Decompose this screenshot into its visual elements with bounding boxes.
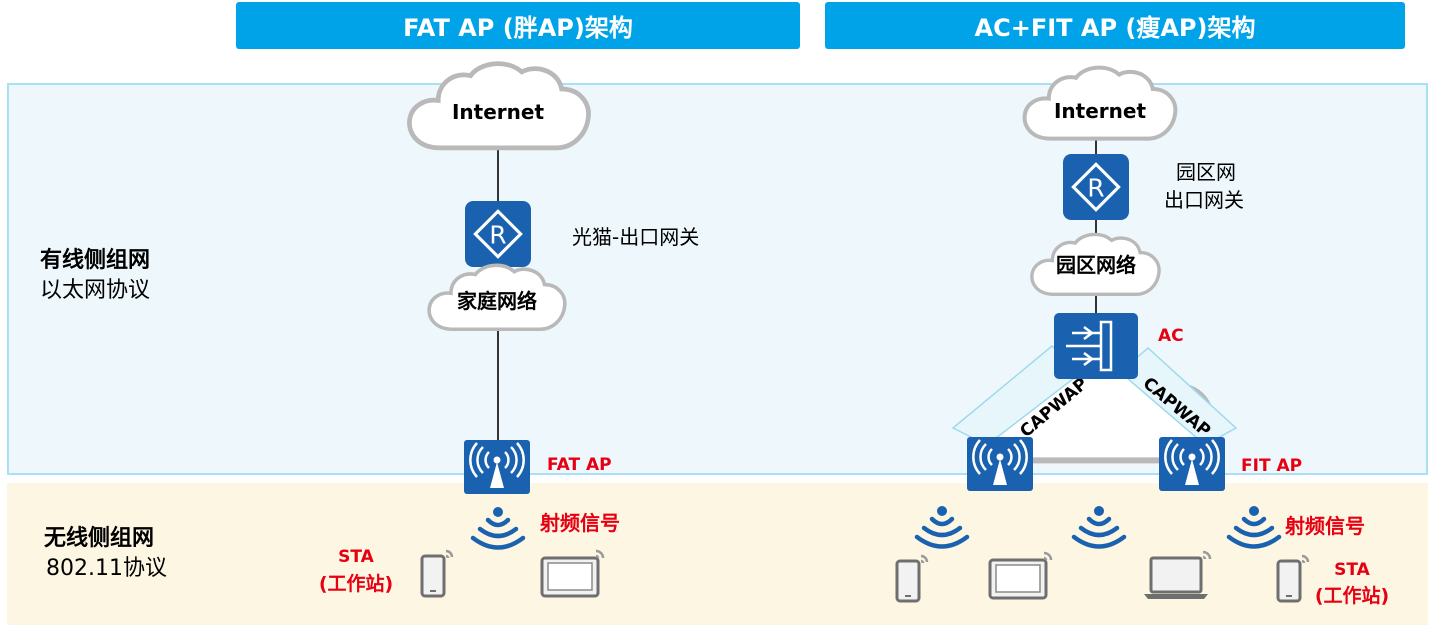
wired-title: 有线侧组网	[40, 248, 151, 273]
fit-signal-icon-3	[1229, 506, 1279, 547]
fit-sta-line1: STA	[1334, 560, 1371, 580]
capwap-tunnel-right	[1118, 346, 1238, 446]
fat-gateway-label: 光猫-出口网关	[572, 225, 699, 249]
fat-internet-label: Internet	[452, 100, 544, 124]
fat-ap-banner: FAT AP (胖AP)架构	[236, 2, 800, 49]
fit-signal-icon-1	[917, 506, 967, 547]
fit-ac-label: AC	[1158, 326, 1184, 346]
fit-phone-icon-1	[895, 554, 929, 603]
fat-ap-icon	[464, 440, 530, 494]
fat-phone-icon	[420, 549, 454, 598]
fat-network-label: 家庭网络	[457, 289, 537, 313]
fit-ap-label: FIT AP	[1241, 456, 1302, 476]
wired-side-label: 有线侧组网 以太网协议	[40, 246, 150, 306]
fit-ap-left-icon	[967, 437, 1033, 491]
fit-signal-label: 射频信号	[1284, 514, 1365, 538]
fit-internet-label: Internet	[1054, 99, 1146, 123]
ac-controller-icon	[1054, 313, 1138, 379]
fat-signal-icon	[473, 507, 523, 548]
fit-gateway-router-icon	[1061, 154, 1131, 220]
fit-sta-line2: (工作站)	[1315, 584, 1389, 607]
fat-gateway-router-icon	[463, 201, 533, 267]
fat-signal-label: 射频信号	[539, 511, 620, 535]
fit-ap-banner: AC+FIT AP (瘦AP)架构	[825, 2, 1405, 49]
fit-ap-right-icon	[1159, 437, 1225, 491]
fat-tablet-icon	[540, 549, 605, 598]
fit-laptop-icon	[1142, 550, 1212, 601]
fat-sta-line1: STA	[338, 547, 375, 567]
wireless-side-label: 无线侧组网 802.11协议	[44, 524, 167, 584]
fit-network-label: 园区网络	[1056, 253, 1136, 277]
wired-subtitle: 以太网协议	[40, 278, 151, 303]
fit-tablet-icon	[988, 551, 1053, 600]
fit-signal-icon-2	[1074, 506, 1124, 547]
wireless-subtitle: 802.11协议	[46, 556, 167, 581]
wireless-title: 无线侧组网	[44, 526, 155, 551]
fit-phone-icon-2	[1276, 554, 1310, 603]
fat-sta-line2: (工作站)	[319, 572, 393, 595]
fat-ap-label: FAT AP	[547, 455, 612, 475]
wireless-zone	[7, 483, 1428, 625]
fit-gateway-line2: 出口网关	[1164, 188, 1244, 212]
fit-gateway-line1: 园区网	[1176, 160, 1236, 184]
